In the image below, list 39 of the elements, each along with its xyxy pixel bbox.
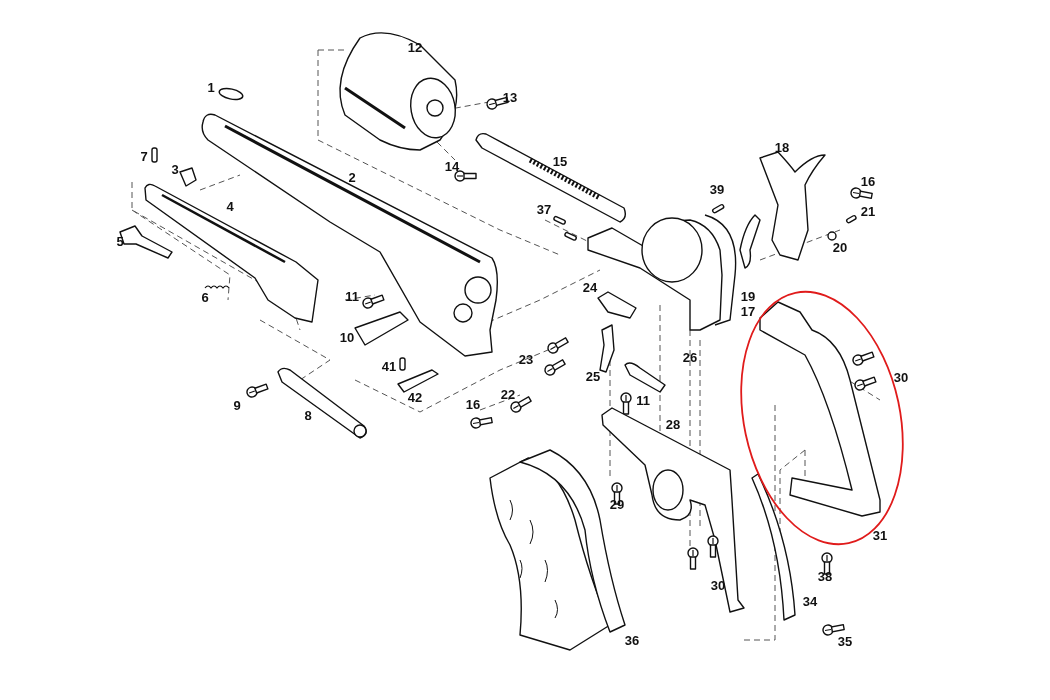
callout-number: 9 — [233, 399, 241, 413]
callout-number: 30 — [710, 579, 726, 593]
callout-number: 39 — [709, 183, 725, 197]
callout-number: 15 — [552, 155, 568, 169]
callout-number: 16 — [465, 398, 481, 412]
callout-number: 11 — [345, 290, 359, 304]
callout-number: 7 — [140, 150, 148, 164]
callout-number: 16 — [860, 175, 876, 189]
callout-number: 22 — [500, 388, 516, 402]
callout-number: 41 — [381, 360, 397, 374]
callout-number: 28 — [665, 418, 681, 432]
callout-number: 42 — [407, 391, 423, 405]
callout-number: 26 — [682, 351, 698, 365]
callout-number: 2 — [348, 171, 356, 185]
callout-number: 1 — [207, 81, 215, 95]
callout-number: 30 — [893, 371, 909, 385]
callout-number: 4 — [226, 200, 234, 214]
callout-number: 6 — [201, 291, 209, 305]
callout-number: 35 — [837, 635, 853, 649]
callout-number: 24 — [582, 281, 598, 295]
callout-number: 17 — [740, 305, 756, 319]
callout-number: 18 — [774, 141, 790, 155]
callout-number: 23 — [518, 353, 534, 367]
callout-number: 36 — [624, 634, 640, 648]
callout-number: 38 — [817, 570, 833, 584]
callout-number: 37 — [536, 203, 552, 217]
callout-number: 21 — [860, 205, 876, 219]
callout-number: 34 — [802, 595, 818, 609]
callout-number: 25 — [585, 370, 601, 384]
callout-number: 8 — [304, 409, 312, 423]
callout-number: 31 — [872, 529, 888, 543]
callout-number: 11 — [636, 394, 650, 408]
callout-number: 14 — [444, 160, 460, 174]
callout-number: 19 — [740, 290, 756, 304]
callout-number: 5 — [116, 235, 124, 249]
callout-number: 12 — [407, 41, 423, 55]
callout-number: 3 — [171, 163, 179, 177]
callout-number: 20 — [832, 241, 848, 255]
callout-number: 10 — [339, 331, 355, 345]
